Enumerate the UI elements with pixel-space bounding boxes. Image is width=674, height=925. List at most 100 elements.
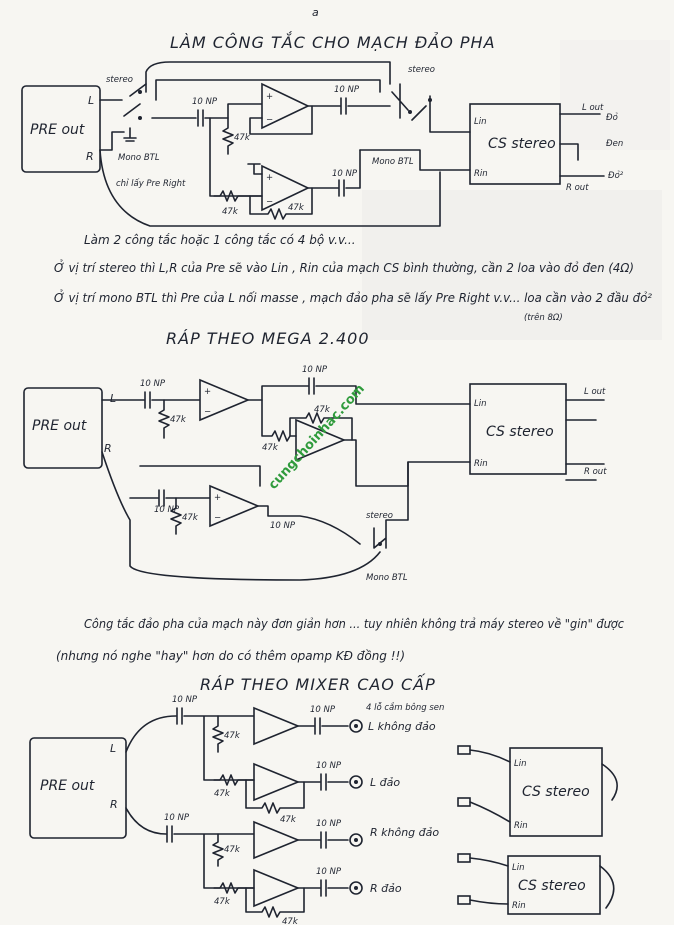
r-out-label-1: R out xyxy=(566,183,589,193)
title-main: LÀM CÔNG TẮC CHO MẠCH ĐẢO PHA xyxy=(170,31,496,52)
switch-right-contact xyxy=(408,110,412,114)
mono-btl-right: Mono BTL xyxy=(372,157,414,167)
x-plug-1 xyxy=(457,745,471,755)
note-line-6: (nhưng nó nghe "hay" hơn do có thêm opam… xyxy=(56,649,405,663)
x-res-label-1: 47k xyxy=(224,731,241,741)
pre-r-label-2: R xyxy=(104,442,112,455)
bleed-through-shadow-2 xyxy=(560,40,670,150)
x-r-dao: R đảo xyxy=(370,882,402,895)
r-in-label-2: Rin xyxy=(474,459,488,469)
switch-right-contact-2 xyxy=(428,98,432,102)
switch-left-ground xyxy=(123,127,137,142)
x-jack-4-dot xyxy=(354,886,358,890)
m-res-label-1: 47k xyxy=(170,415,187,425)
x-plug-wires-1 xyxy=(469,749,618,823)
m-cap-label-3: 10 NP xyxy=(154,505,180,515)
x-cap-label-6: 10 NP xyxy=(316,867,342,877)
res-label-3: 47k xyxy=(288,203,305,213)
x-jack-1-dot xyxy=(354,724,358,728)
m-opamp-2 xyxy=(295,418,347,462)
pre-out-label-1: PRE out xyxy=(30,122,85,138)
x-res-fb-5 xyxy=(245,887,305,918)
pre-r-label-1: R xyxy=(86,150,94,163)
x-l-khong-dao: L không đảo xyxy=(368,720,436,733)
cap-label-2: 10 NP xyxy=(334,85,360,95)
l-in-label-1: Lin xyxy=(474,117,486,127)
opamp-1-plus: + xyxy=(266,92,273,102)
x-jacks-note: 4 lỗ cắm bông sen xyxy=(366,702,444,713)
cap-label-3: 10 NP xyxy=(332,169,358,179)
m-wire-l-out xyxy=(247,385,471,405)
cs-stereo-label-2: CS stereo xyxy=(486,424,554,440)
x-cap-label-4: 10 NP xyxy=(164,813,190,823)
m-opamp-3 xyxy=(209,484,261,528)
pre-l-label-2: L xyxy=(110,392,116,405)
x-cap-label-2: 10 NP xyxy=(310,705,336,715)
m-opamp-3-plus: + xyxy=(214,493,221,503)
wire-in-cap-1 xyxy=(151,103,263,119)
m-res-label-3: 47k xyxy=(314,405,331,415)
x-res-2 xyxy=(213,774,255,786)
m-opamp-1-minus: − xyxy=(204,407,211,417)
x-l-dao: L đảo xyxy=(370,776,400,789)
x-opamp-1 xyxy=(253,706,301,746)
opamp-1-minus: − xyxy=(266,115,273,125)
note-line-4: (trên 8Ω) xyxy=(524,312,563,323)
wire-top-bridge xyxy=(145,61,391,93)
wire-top-bridge-2 xyxy=(155,79,381,101)
bleed-through-shadow xyxy=(362,190,662,340)
l-out-label-1: L out xyxy=(582,103,604,113)
pre-l-label-1: L xyxy=(88,94,94,107)
x-cap-label-5: 10 NP xyxy=(316,819,342,829)
stereo-label-m: stereo xyxy=(366,511,393,521)
out-wires-1 xyxy=(559,113,605,177)
x-plug-wires-2 xyxy=(469,857,615,909)
x-plug-2 xyxy=(457,797,471,807)
x-res-label-3: 47k xyxy=(280,815,297,825)
title-mixer: RÁP THEO MIXER CAO CẤP xyxy=(200,673,436,694)
cap-label-1: 10 NP xyxy=(192,97,218,107)
x-plug-4 xyxy=(457,895,471,905)
m-res-label-2: 47k xyxy=(262,443,279,453)
m-wire-inv xyxy=(261,399,297,442)
pre-out-box-3 xyxy=(29,737,127,839)
opamp-1 xyxy=(261,82,310,130)
wire-bottom-pre-r xyxy=(99,149,441,227)
m-opamp-3-minus: − xyxy=(214,513,221,523)
m-switch xyxy=(373,461,409,549)
x-opamp-4 xyxy=(253,868,301,908)
switch-right xyxy=(391,83,471,133)
m-out-wires xyxy=(565,399,605,481)
r-in-label-3: Rin xyxy=(514,821,528,831)
m-res-label-4: 47k xyxy=(182,513,199,523)
opamp-2-out xyxy=(307,149,361,189)
x-wire-l xyxy=(125,715,255,781)
x-jack-3 xyxy=(349,833,363,847)
x-cap-label-1: 10 NP xyxy=(172,695,198,705)
r-in-label-1: Rin xyxy=(474,169,488,179)
x-opamp-2 xyxy=(253,762,301,802)
m-wire-inv-out xyxy=(343,439,471,487)
x-jack-2-dot xyxy=(354,780,358,784)
note-line-3: Ở vị trí mono BTL thì Pre của L nối mass… xyxy=(54,289,652,305)
note-line-1: Làm 2 công tắc hoặc 1 công tắc có 4 bộ v… xyxy=(84,233,356,247)
pre-out-label-2: PRE out xyxy=(32,418,87,434)
cs-stereo-label-3: CS stereo xyxy=(522,784,590,800)
x-jack-3-dot xyxy=(354,838,358,842)
res-47k-fb-2 xyxy=(249,187,313,220)
opamp-2 xyxy=(261,164,310,212)
l-in-label-3: Lin xyxy=(514,759,526,769)
pre-l-label-3: L xyxy=(110,742,116,755)
x-res-label-5: 47k xyxy=(214,897,231,907)
x-opamp-3 xyxy=(253,820,301,860)
note-line-5: Công tắc đảo pha của mạch này đơn giản h… xyxy=(84,617,624,631)
m-res-4 xyxy=(170,497,182,535)
switch-left-contact xyxy=(138,90,142,94)
x-res-1 xyxy=(212,715,224,753)
r-out-label-2: R out xyxy=(584,467,607,477)
opamp-1-fb xyxy=(249,105,313,135)
do2-label-1: Đỏ² xyxy=(608,170,624,181)
pre-out-box-2 xyxy=(23,387,103,469)
m-opamp-3-out xyxy=(257,505,361,545)
